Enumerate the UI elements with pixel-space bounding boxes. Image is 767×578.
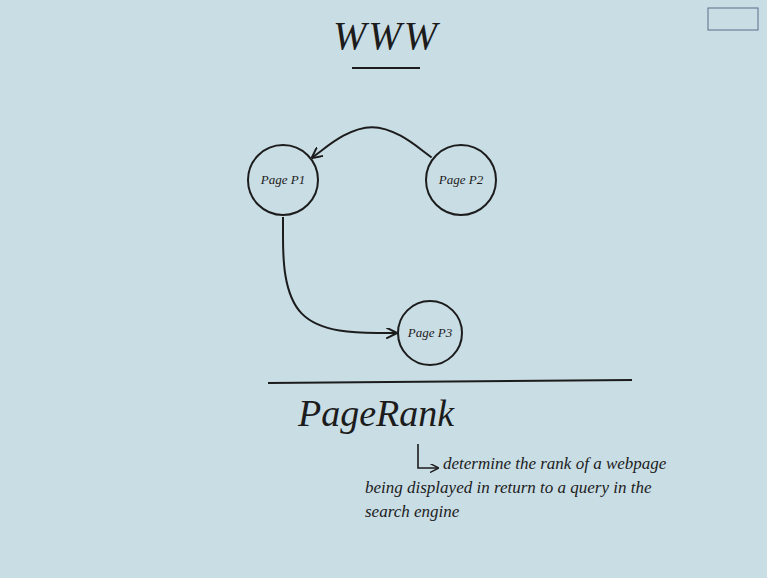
corner-logo — [708, 8, 758, 30]
diagram-title: WWW — [333, 12, 439, 59]
circle-shape — [248, 145, 318, 215]
circle-shape — [426, 145, 496, 215]
page-name: Page P1 — [261, 172, 305, 188]
concept-label-content: PageRank — [298, 392, 454, 434]
page-name: Page P3 — [408, 325, 452, 341]
link-arrow — [312, 127, 431, 157]
page-name: Page P2 — [439, 172, 483, 188]
circle-shape — [398, 301, 462, 365]
page-circle: Page P1 — [247, 144, 319, 216]
note-text: determine the rank of a webpage being di… — [365, 452, 685, 524]
page-circle: Page P3 — [397, 300, 463, 366]
note-text-content: determine the rank of a webpage being di… — [365, 454, 666, 521]
divider-line — [268, 380, 632, 383]
page-circle: Page P2 — [425, 144, 497, 216]
title-underline — [352, 67, 420, 69]
link-arrow — [283, 217, 396, 333]
note-arrow — [418, 444, 438, 468]
concept-label: PageRank — [298, 390, 454, 436]
